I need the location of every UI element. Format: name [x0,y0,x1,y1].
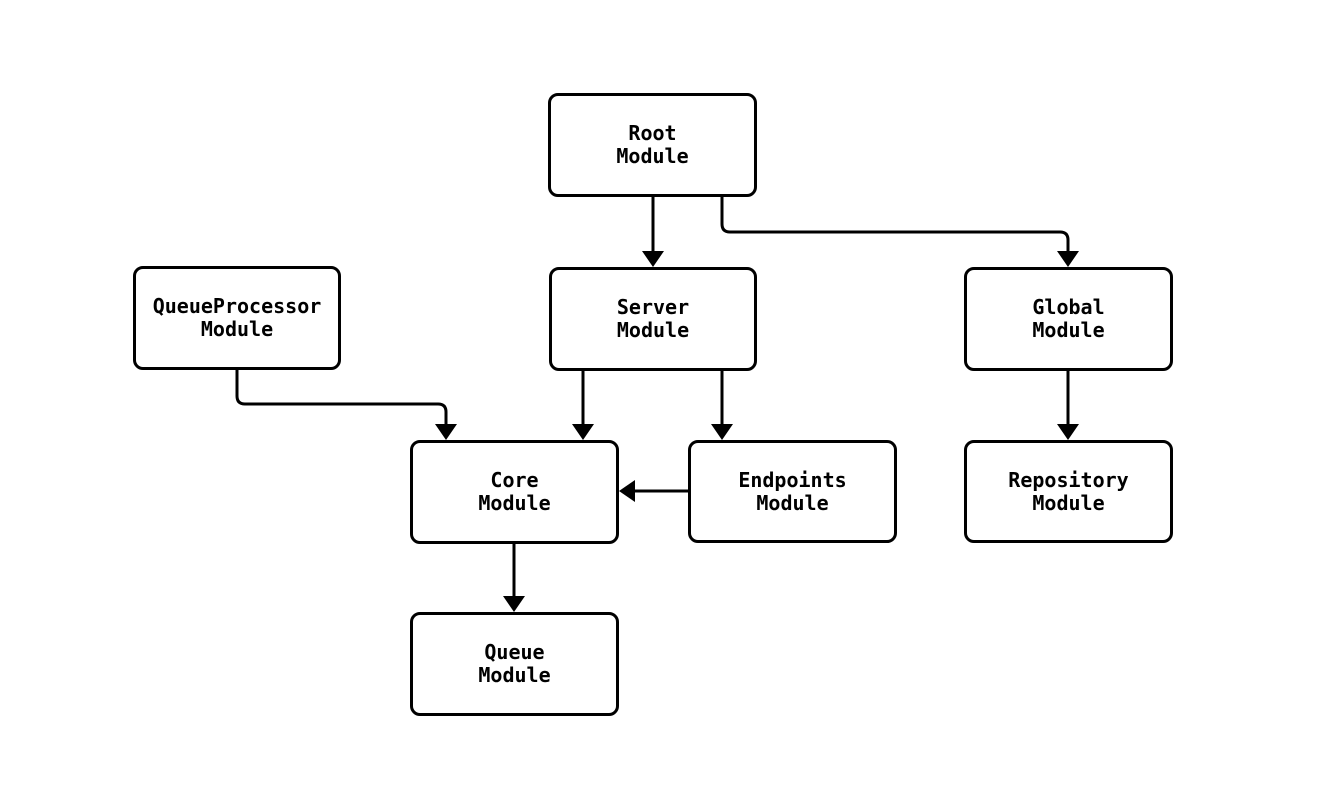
edge-global-to-repository [1057,371,1079,440]
node-repository-module: Repository Module [964,440,1173,543]
node-label-line1: Core [490,468,539,492]
edge-root-to-global [720,197,1079,267]
node-label-line1: Queue [484,640,545,664]
edge-line [235,370,448,424]
node-label-line2: Module [616,144,689,168]
node-label-line1: Repository [1008,467,1129,492]
edge-endpoints-to-core [619,480,688,502]
node-label-line2: Module [478,663,551,687]
arrowhead-icon [1057,424,1079,440]
arrowhead-icon [1057,251,1079,267]
node-label-line1: Endpoints [738,467,847,492]
node-global-module: Global Module [964,267,1173,371]
edge-server-to-core [572,371,594,440]
arrowhead-icon [619,480,635,502]
arrowhead-icon [711,424,733,440]
arrowhead-icon [435,424,457,440]
edge-queueprocessor-to-core [235,370,457,440]
node-label-line1: Server [616,295,690,319]
node-label-line2: Module [616,318,690,342]
node-endpoints-module: Endpoints Module [688,440,897,543]
node-label-line1: Global [1032,295,1105,319]
arrowhead-icon [572,424,594,440]
edge-root-to-server [642,197,664,267]
node-label-line1: Root [628,121,677,145]
node-server-module: Server Module [549,267,757,371]
edge-line [720,197,1070,251]
edge-core-to-queue [503,544,525,612]
arrowhead-icon [642,251,664,267]
node-label-line1: QueueProcessor [152,294,322,318]
node-queue-module: Queue Module [410,612,619,716]
node-label-line2: Module [200,317,274,341]
node-label-line2: Module [1032,318,1105,342]
node-label-line2: Module [478,491,551,515]
arrowhead-icon [503,596,525,612]
edge-server-to-endpoints [711,371,733,440]
node-root-module: Root Module [548,93,757,197]
node-label-line2: Module [1032,490,1105,515]
node-label-line2: Module [756,490,829,515]
node-core-module: Core Module [410,440,619,544]
node-queueprocessor-module: QueueProcessor Module [133,266,341,370]
